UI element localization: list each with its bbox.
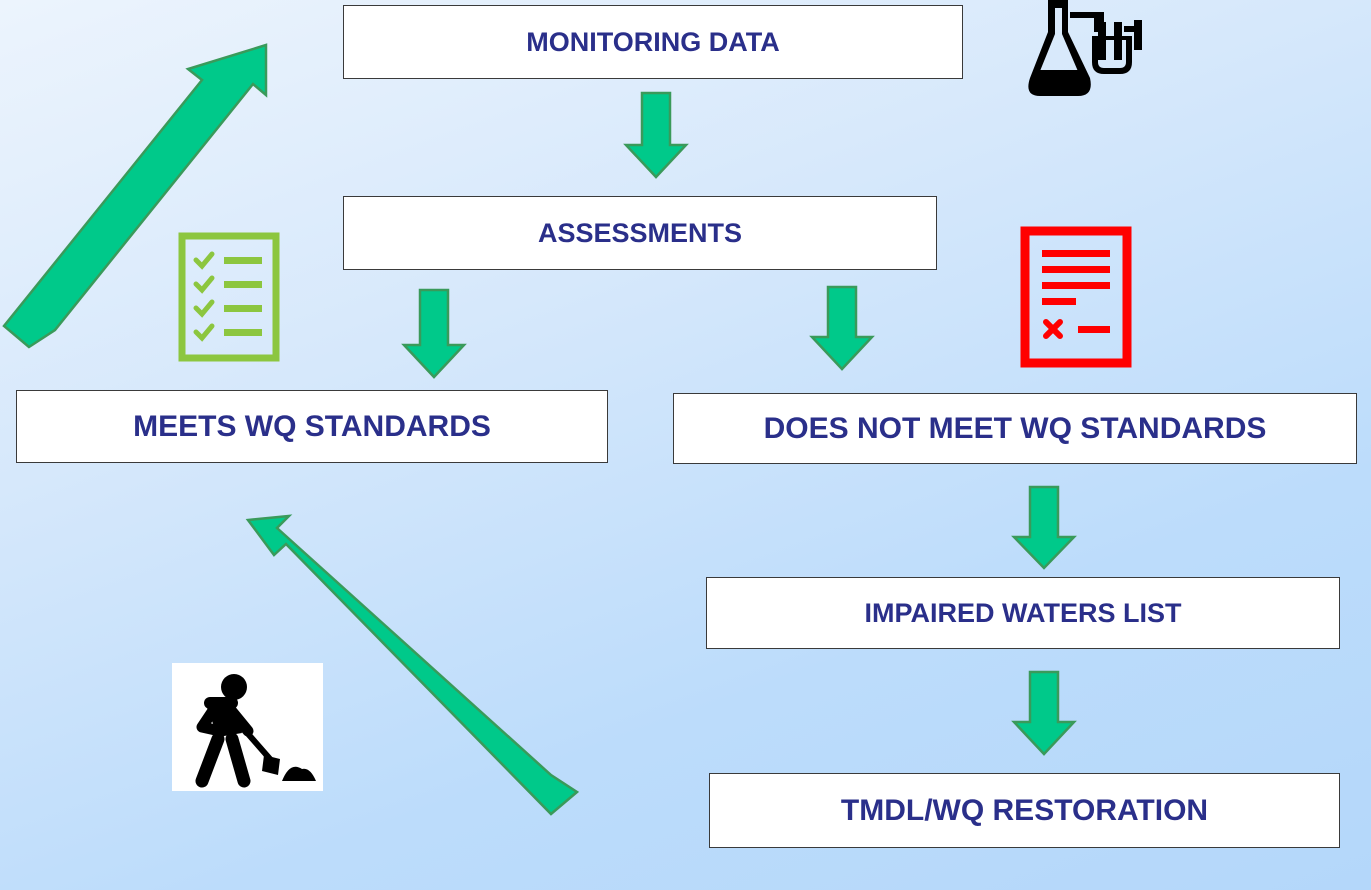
- arrow-assessments-to-not-meets: [809, 285, 875, 371]
- arrow-tmdl-to-meets: [245, 514, 580, 816]
- arrow-not-meets-to-impaired: [1011, 485, 1077, 570]
- node-impaired-waters-list-label: Impaired waters List: [864, 597, 1182, 628]
- node-meets-standards: Meets WQ Standards: [16, 390, 608, 463]
- arrow-impaired-to-tmdl: [1011, 670, 1077, 756]
- node-assessments-label: Assessments: [537, 217, 743, 248]
- node-meets-standards-label: Meets WQ Standards: [133, 409, 491, 443]
- checklist-icon: [178, 232, 280, 362]
- arrow-monitoring-to-assessments: [623, 91, 689, 179]
- node-does-not-meet-standards: Does not Meet WQ Standards: [673, 393, 1357, 464]
- node-monitoring-data: Monitoring Data: [343, 5, 963, 79]
- lab-flask-icon: [1028, 0, 1142, 96]
- arrow-meets-to-monitoring: [2, 43, 268, 349]
- node-does-not-meet-standards-label: Does not Meet WQ Standards: [763, 411, 1267, 445]
- node-monitoring-data-label: Monitoring Data: [526, 26, 780, 57]
- node-tmdl-restoration-label: TMDL/WQ Restoration: [840, 793, 1209, 827]
- node-assessments: Assessments: [343, 196, 937, 270]
- node-tmdl-restoration: TMDL/WQ Restoration: [709, 773, 1340, 848]
- arrow-assessments-to-meets: [401, 288, 467, 379]
- node-impaired-waters-list: Impaired waters List: [706, 577, 1340, 649]
- worker-shovel-icon: [195, 674, 316, 788]
- failed-checklist-icon: [1020, 226, 1132, 368]
